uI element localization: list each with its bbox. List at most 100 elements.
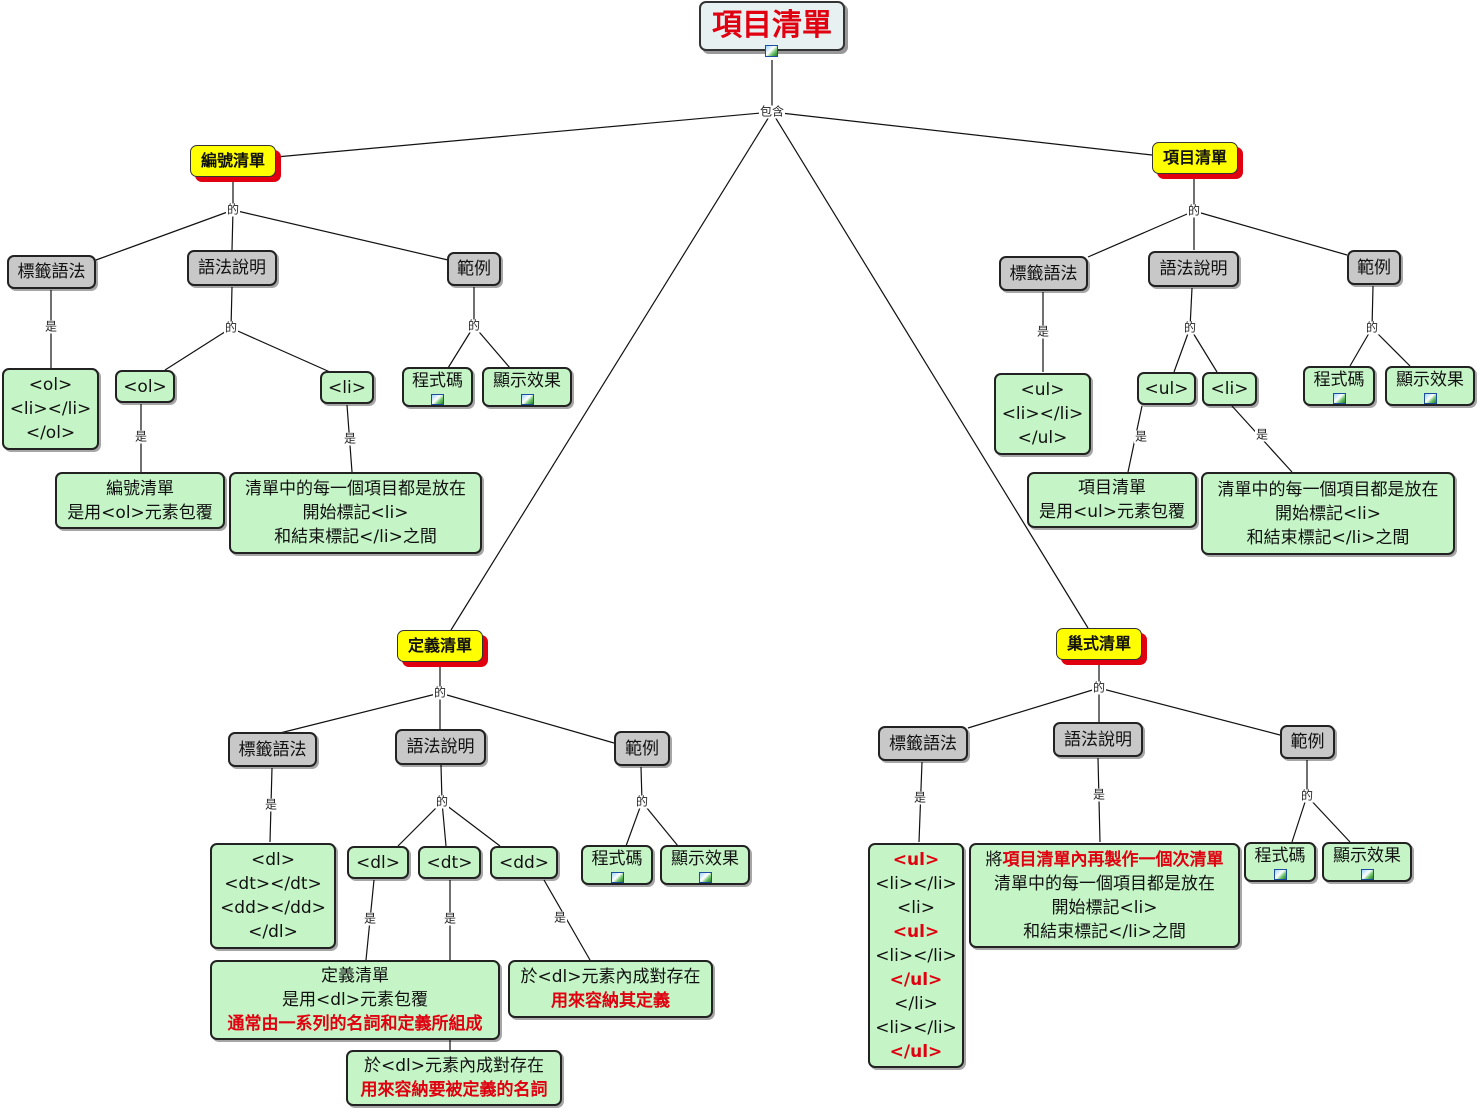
definition-dt-node[interactable]: <dt> [418,846,481,879]
topic-ordered-list[interactable]: 編號清單 [190,145,276,177]
desc-line: 定義清單 [321,966,389,986]
desc-line: 開始標記<li> [302,503,409,523]
nested-example[interactable]: 範例 [1280,725,1335,759]
link-label-of: 的 [466,318,482,333]
nested-syntax-desc[interactable]: 語法說明 [1053,722,1143,757]
desc-line: 和結束標記</li>之間 [1246,527,1410,548]
code-line-highlight: <ul> [892,921,940,942]
topic-nested-list[interactable]: 巢式清單 [1056,628,1142,660]
desc-highlight: 項目清單內再製作一個次清單 [1002,849,1224,870]
unordered-display-example[interactable]: 顯示效果 [1385,366,1475,406]
topic-label: 項目清單 [1162,148,1227,167]
ordered-tag-syntax[interactable]: 標籤語法 [7,255,96,289]
link-label-is: 是 [43,319,59,334]
desc-line: 是用<ul>元素包覆 [1039,502,1185,522]
nested-desc[interactable]: 將項目清單內再製作一個次清單 清單中的每一個項目都是放在 開始標記<li> 和結… [969,843,1240,948]
unordered-li-node[interactable]: <li> [1202,372,1257,406]
definition-dd-desc[interactable]: 於<dl>元素內成對存在 用來容納其定義 [508,960,713,1018]
unordered-tag-code[interactable]: <ul> <li></li> </ul> [994,373,1091,455]
definition-dl-desc[interactable]: 定義清單 是用<dl>元素包覆 通常由一系列的名詞和定義所組成 [210,960,500,1040]
desc-line: 是用<ol>元素包覆 [67,502,213,523]
desc-line: 將項目清單內再製作一個次清單 [986,848,1224,872]
node-label: 顯示效果 [671,849,739,869]
unordered-code-example[interactable]: 程式碼 [1303,366,1375,406]
unordered-ul-node[interactable]: <ul> [1137,372,1196,405]
node-label: 程式碼 [1254,846,1306,866]
ordered-code-example[interactable]: 程式碼 [402,367,473,407]
image-icon[interactable] [1273,869,1287,880]
ordered-display-example[interactable]: 顯示效果 [482,367,572,407]
definition-dl-node[interactable]: <dl> [347,846,409,879]
desc-line: 清單中的每一個項目都是放在 [994,873,1215,894]
node-label: 程式碼 [1313,370,1365,390]
code-line: <li></li> [9,399,92,419]
ordered-syntax-desc[interactable]: 語法說明 [187,250,277,286]
code-line: <li></li> [875,945,957,966]
image-icon[interactable] [520,394,534,405]
ordered-li-desc[interactable]: 清單中的每一個項目都是放在 開始標記<li> 和結束標記</li>之間 [229,472,482,554]
code-line: <li></li> [1001,404,1084,424]
link-label-include: 包含 [758,104,786,119]
node-label: <ol> [123,376,167,397]
image-icon[interactable] [698,872,712,883]
unordered-example[interactable]: 範例 [1347,250,1401,285]
image-icon[interactable] [431,394,444,405]
code-line-highlight: </ul> [889,1041,943,1062]
unordered-ul-desc[interactable]: 項目清單 是用<ul>元素包覆 [1027,472,1197,528]
link-label-is: 是 [1091,787,1107,802]
unordered-tag-syntax[interactable]: 標籤語法 [999,256,1088,291]
node-label: 程式碼 [591,849,643,869]
image-icon[interactable] [765,45,778,57]
unordered-li-desc[interactable]: 清單中的每一個項目都是放在 開始標記<li> 和結束標記</li>之間 [1201,472,1455,555]
node-label: 標籤語法 [1009,263,1078,284]
definition-dt-desc[interactable]: 於<dl>元素內成對存在 用來容納要被定義的名詞 [346,1050,562,1106]
desc-line: 和結束標記</li>之間 [274,527,437,547]
link-label-of: 的 [1182,320,1198,335]
root-title: 項目清單 [712,8,832,43]
link-label-of: 的 [432,685,448,700]
nested-tag-syntax[interactable]: 標籤語法 [878,726,968,761]
ordered-li-node[interactable]: <li> [320,371,374,404]
topic-label: 巢式清單 [1066,634,1131,653]
ordered-ol-desc[interactable]: 編號清單 是用<ol>元素包覆 [55,472,225,529]
image-icon[interactable] [1423,393,1437,404]
ordered-tag-code[interactable]: <ol> <li></li> </ol> [2,368,99,450]
node-label: 顯示效果 [1396,370,1464,390]
node-label: 程式碼 [412,371,463,391]
ordered-ol-node[interactable]: <ol> [115,370,175,403]
definition-display-example[interactable]: 顯示效果 [660,845,750,885]
link-label-is: 是 [263,797,279,812]
node-label: 範例 [457,259,491,279]
node-label: 語法說明 [1064,729,1132,750]
definition-dd-node[interactable]: <dd> [490,846,558,879]
image-icon[interactable] [1360,869,1374,880]
node-label: 標籤語法 [17,262,86,282]
definition-tag-syntax[interactable]: 標籤語法 [228,732,317,767]
ordered-example[interactable]: 範例 [447,252,501,286]
link-label-of: 的 [1364,320,1380,335]
link-label-is: 是 [1035,324,1051,339]
link-label-of: 的 [225,202,241,217]
topic-unordered-list[interactable]: 項目清單 [1152,142,1238,174]
definition-syntax-desc[interactable]: 語法說明 [395,729,486,765]
desc-line: 編號清單 [106,478,174,499]
desc-line: 項目清單 [1078,478,1146,498]
image-icon[interactable] [610,872,624,883]
desc-line: 和結束標記</li>之間 [1023,921,1186,942]
node-label: 範例 [1290,732,1325,752]
topic-definition-list[interactable]: 定義清單 [397,630,483,662]
nested-tag-code[interactable]: <ul> <li></li> <li> <ul> <li></li> </ul>… [868,843,964,1068]
definition-code-example[interactable]: 程式碼 [581,845,653,885]
node-label: <dd> [498,852,550,873]
root-node[interactable]: 項目清單 [699,1,845,51]
nested-code-example[interactable]: 程式碼 [1244,842,1316,882]
desc-line-highlight: 用來容納其定義 [551,991,670,1011]
desc-line: 於<dl>元素內成對存在 [363,1056,544,1076]
definition-example[interactable]: 範例 [614,731,670,766]
definition-tag-code[interactable]: <dl> <dt></dt> <dd></dd> </dl> [210,843,336,949]
desc-line: 開始標記<li> [1275,503,1381,524]
unordered-syntax-desc[interactable]: 語法說明 [1148,251,1239,287]
image-icon[interactable] [1332,393,1346,404]
code-line: <dt></dt> [224,874,322,894]
nested-display-example[interactable]: 顯示效果 [1322,842,1412,882]
